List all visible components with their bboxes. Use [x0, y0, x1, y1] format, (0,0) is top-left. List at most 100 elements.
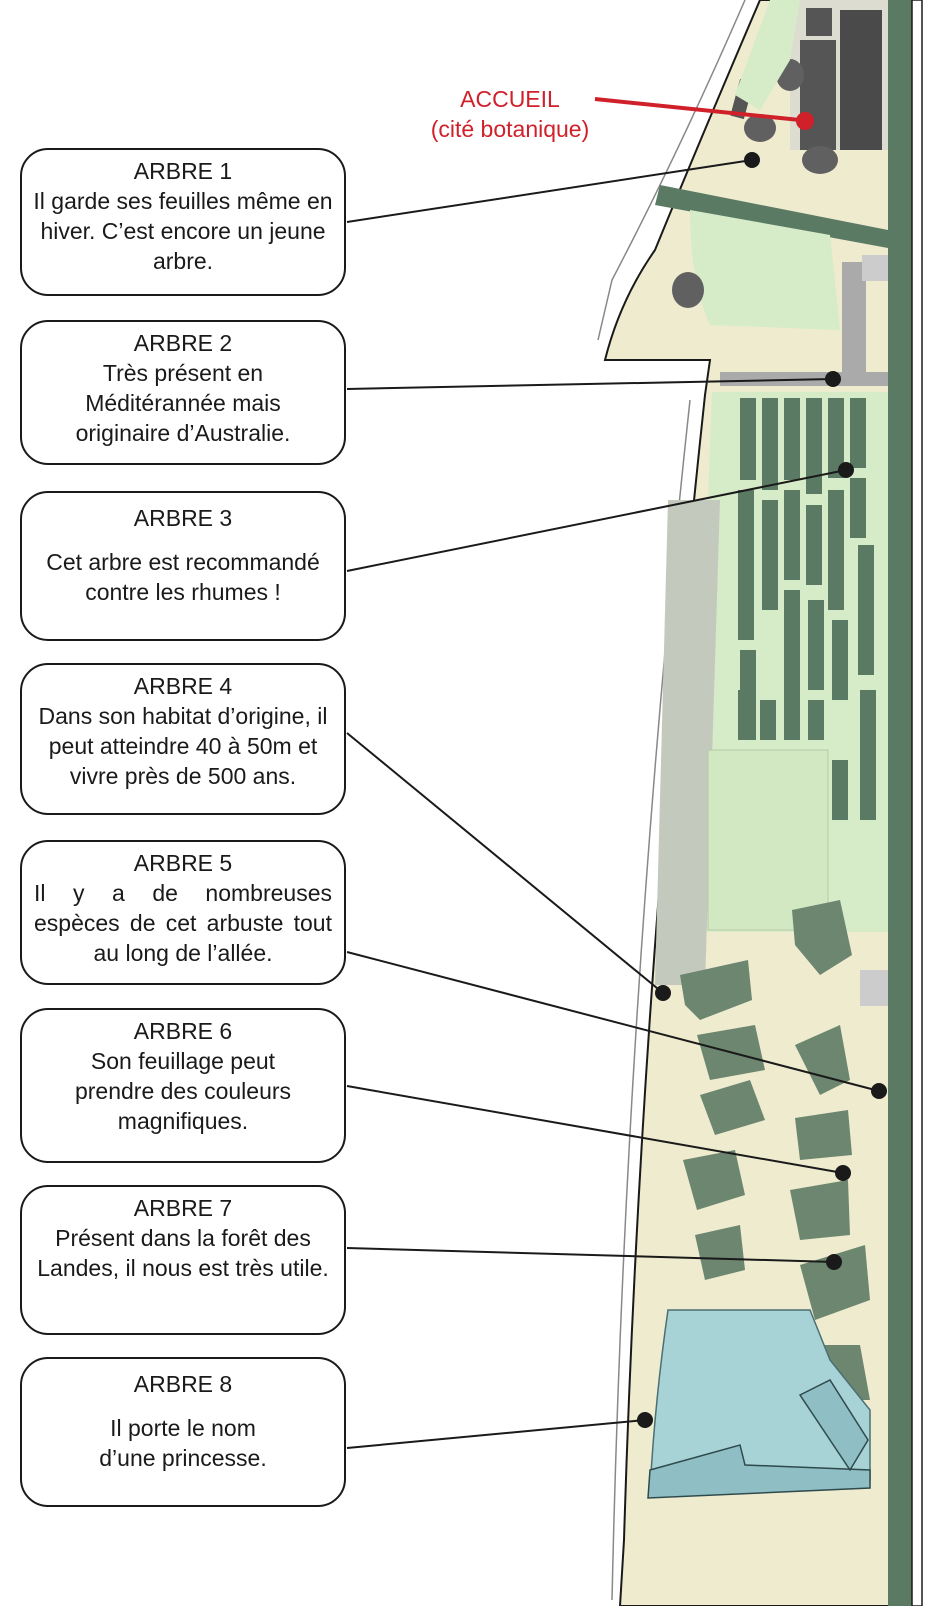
tree-clump [695, 1225, 745, 1280]
plot [738, 690, 752, 740]
tree-text: Présent dans la forêt des Landes, il nou… [37, 1225, 329, 1281]
tree-clump [790, 1180, 850, 1240]
tree-marker-4 [655, 985, 671, 1001]
plot [760, 700, 776, 740]
pond [649, 1309, 871, 1491]
tree-title: ARBRE 1 [133, 158, 233, 184]
tree-card-1: ARBRE 1 Il garde ses feuilles même en hi… [20, 148, 346, 296]
walkway-gate [862, 255, 888, 281]
plot [850, 398, 866, 468]
tree-marker-3 [838, 462, 854, 478]
tree-title: ARBRE 2 [133, 330, 233, 356]
leader-line-2 [346, 378, 834, 390]
leader-line-8 [346, 1419, 646, 1449]
tree-text: Il porte le nom d’une princesse. [99, 1415, 267, 1471]
tree-title: ARBRE 8 [133, 1371, 233, 1397]
tree-text: Cet arbre est recommandé contre les rhum… [46, 549, 320, 605]
accueil-subtitle: (cité botanique) [430, 116, 590, 142]
leader-line-5 [346, 951, 880, 1092]
walkway-vertical [842, 262, 866, 382]
building-block [800, 40, 836, 150]
tree-title: ARBRE 6 [133, 1018, 233, 1044]
path-band [655, 185, 888, 248]
tree-marker-2 [825, 371, 841, 387]
garden-plots [738, 398, 876, 820]
tree-card-3: ARBRE 3 Cet arbre est recommandé contre … [20, 491, 346, 641]
plot [762, 398, 778, 490]
tree-card-7: ARBRE 7 Présent dans la forêt des Landes… [20, 1185, 346, 1335]
tree-clump [680, 960, 752, 1020]
tree-text: Très présent en Méditérannée mais origin… [75, 360, 291, 446]
tree-clump [800, 1245, 870, 1320]
accueil-arrow-line [594, 97, 801, 122]
plot [740, 398, 756, 480]
plot [832, 620, 848, 700]
tree-clump [683, 1150, 745, 1210]
garden-patch-top [735, 0, 800, 110]
hatched-strip [655, 500, 720, 985]
leader-line-6 [346, 1085, 844, 1174]
leader-line-7 [346, 1247, 835, 1263]
pond-deck-right [798, 1379, 869, 1472]
boundary-strip [888, 0, 912, 1606]
tree-text: Il y a de nombreuses espèces de cet arbu… [34, 880, 332, 966]
plot [806, 505, 822, 585]
tree-card-6: ARBRE 6 Son feuillage peut prendre des c… [20, 1008, 346, 1163]
tree-clump [795, 1025, 850, 1095]
boulder [802, 146, 838, 174]
accueil-label: ACCUEIL (cité botanique) [410, 84, 610, 144]
lawn [690, 210, 840, 330]
plot [762, 500, 778, 610]
tree-card-4: ARBRE 4 Dans son habitat d’origine, il p… [20, 663, 346, 815]
leader-line-1 [346, 159, 753, 223]
leader-line-4 [346, 732, 664, 994]
tree-card-8: ARBRE 8 Il porte le nom d’une princesse. [20, 1357, 346, 1507]
tree-marker-1 [744, 152, 760, 168]
accueil-title: ACCUEIL [460, 86, 560, 112]
plot [738, 490, 754, 640]
tree-title: ARBRE 7 [133, 1195, 233, 1221]
plot [784, 700, 800, 740]
tree-marker-7 [826, 1254, 842, 1270]
plot [850, 478, 866, 538]
plot [832, 760, 848, 820]
plot [784, 490, 800, 580]
tree-card-2: ARBRE 2 Très présent en Méditérannée mai… [20, 320, 346, 465]
pond-deck [647, 1444, 871, 1499]
plot [828, 490, 844, 610]
plot [860, 690, 876, 820]
tree-text: Son feuillage peut prendre des couleurs … [74, 1048, 292, 1134]
leader-lines [346, 159, 880, 1449]
boundary-wall [911, 0, 923, 1606]
boulder [672, 272, 704, 308]
path-notch [860, 970, 888, 1006]
accueil-point [796, 112, 814, 130]
tree-clump [700, 1080, 765, 1135]
plot [806, 398, 822, 494]
tree-title: ARBRE 4 [133, 673, 233, 699]
tree-title: ARBRE 5 [133, 850, 233, 876]
road-edge [597, 0, 746, 341]
tree-marker-5 [871, 1083, 887, 1099]
tree-marker-6 [835, 1165, 851, 1181]
plot [828, 398, 844, 478]
plot [808, 700, 824, 740]
tree-markers [637, 152, 887, 1428]
tree-card-5: ARBRE 5 Il y a de nombreuses espèces de … [20, 840, 346, 985]
boulder [744, 114, 776, 142]
plot [808, 600, 824, 690]
plot [858, 545, 874, 675]
leader-line-3 [346, 469, 847, 572]
tree-text: Il garde ses feuilles même en hiver. C’e… [33, 188, 333, 274]
building [840, 10, 882, 150]
building-block-small [806, 8, 832, 36]
tree-clump [795, 1110, 852, 1160]
garden-block [707, 749, 829, 931]
tree-marker-8 [637, 1412, 653, 1428]
plot [784, 590, 800, 730]
tree-clump [792, 900, 852, 975]
tree-text: Dans son habitat d’origine, il peut atte… [38, 703, 328, 789]
plot [784, 398, 800, 480]
tree-title: ARBRE 3 [133, 505, 233, 531]
